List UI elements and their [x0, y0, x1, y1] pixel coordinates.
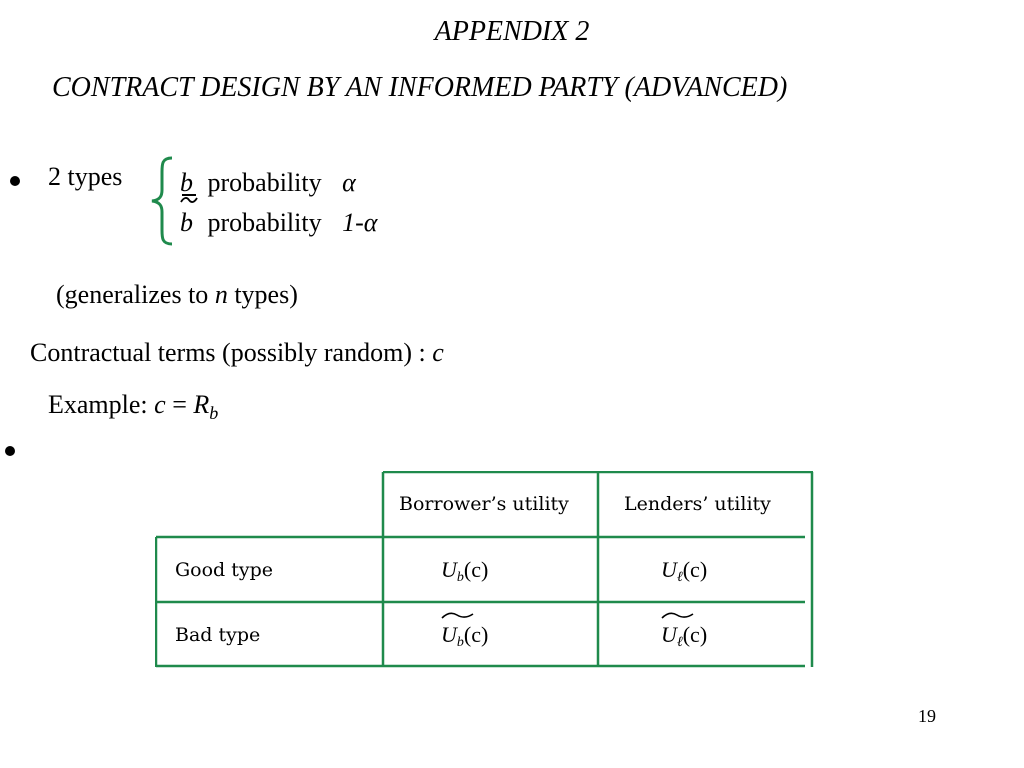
header-lenders-utility: Lenders’ utility [624, 493, 771, 515]
type-good-row: b probability α [180, 168, 356, 198]
example-line: Example: c = Rb [48, 390, 219, 424]
probability-label: probability [207, 208, 322, 237]
type-bad-row: b probability 1-α [180, 208, 377, 238]
row-label-bad-type: Bad type [175, 624, 261, 646]
alpha-symbol: α [363, 208, 378, 237]
table-grid [155, 471, 814, 668]
one-minus-label: 1- [342, 208, 364, 237]
header-borrower-utility: Borrower’s utility [399, 493, 569, 515]
good-borrower-utility: Ub(c) [441, 557, 489, 585]
page-number: 19 [918, 706, 936, 726]
contract-terms: Contractual terms (possibly random) : c [30, 338, 444, 367]
row-label-good-type: Good type [175, 559, 274, 581]
type-good-symbol: b [180, 168, 193, 197]
slide-title: APPENDIX 2 [434, 16, 590, 47]
bad-borrower-utility: Ub(c) [441, 622, 489, 650]
types-label: 2 types [48, 162, 123, 191]
utility-table: Borrower’s utility Lenders’ utility Good… [155, 471, 815, 671]
type-bad-symbol: b [180, 208, 193, 237]
alpha-symbol: α [342, 168, 356, 197]
bad-lender-utility: Uℓ(c) [661, 622, 708, 650]
generalizes-note: (generalizes to n types) [56, 280, 298, 309]
curly-brace-icon [151, 156, 173, 246]
slide-subtitle: CONTRACT DESIGN BY AN INFORMED PARTY (AD… [52, 72, 788, 103]
good-lender-utility: Uℓ(c) [661, 557, 708, 585]
bullet-dot [10, 176, 20, 186]
tilde-icon [180, 197, 198, 203]
bullet-dot [5, 446, 15, 456]
probability-label: probability [207, 168, 322, 197]
underline-mark [182, 194, 196, 196]
